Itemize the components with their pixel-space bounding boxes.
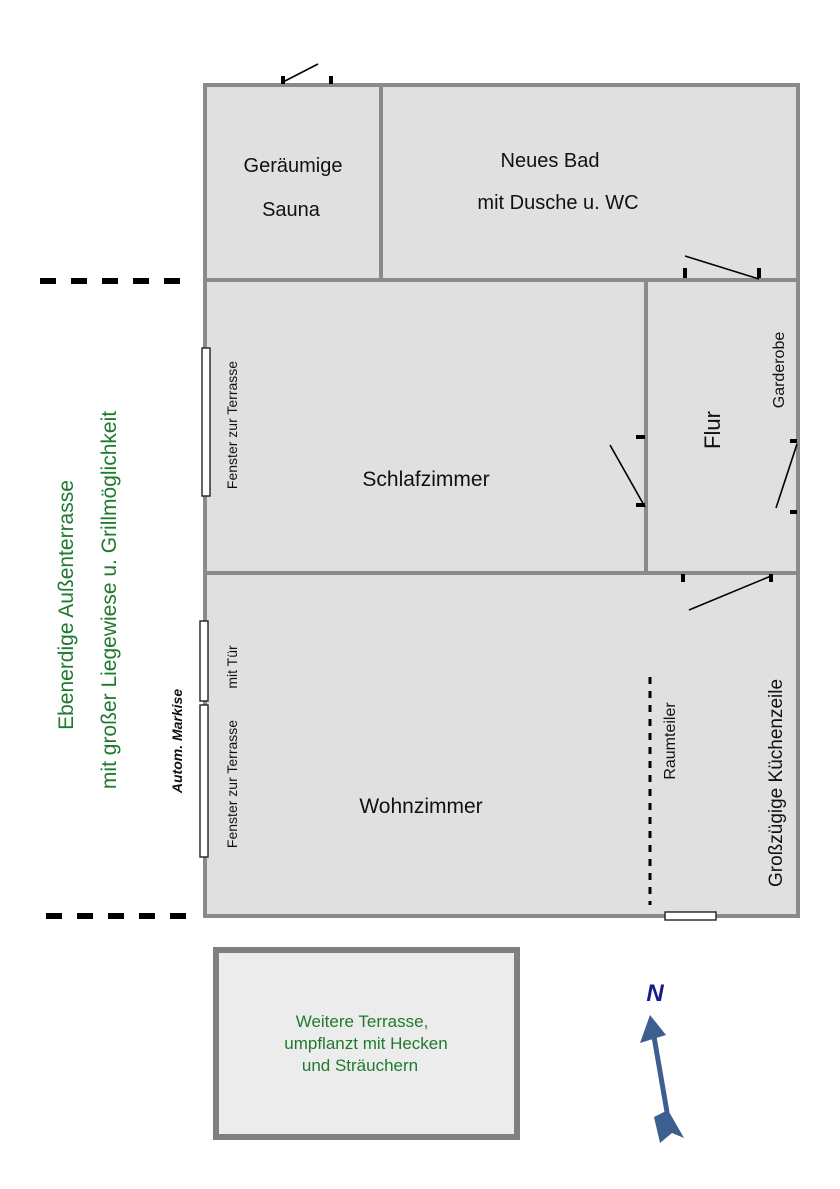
label-wohnzimmer: Wohnzimmer bbox=[359, 795, 482, 818]
room-schlafzimmer bbox=[203, 278, 648, 575]
label-terrace-2: mit großer Liegewiese u. Grillmöglichkei… bbox=[98, 411, 121, 789]
window-door-wohnzimmer bbox=[199, 620, 209, 702]
label-further-terrace-3: und Sträuchern bbox=[302, 1056, 418, 1075]
label-garderobe: Garderobe bbox=[771, 332, 788, 409]
compass-label: N bbox=[646, 980, 664, 1007]
door-bad[interactable] bbox=[684, 255, 760, 280]
door-wohnzimmer[interactable] bbox=[688, 575, 772, 611]
room-sauna bbox=[203, 83, 383, 282]
label-schlafzimmer: Schlafzimmer bbox=[362, 468, 489, 491]
label-sauna-2: Sauna bbox=[262, 199, 321, 221]
label-further-terrace-1: Weitere Terrasse, bbox=[296, 1012, 429, 1031]
window-schlafzimmer bbox=[201, 347, 211, 497]
room-flur bbox=[644, 278, 800, 575]
label-sauna-1: Geräumige bbox=[244, 155, 343, 177]
label-raumteiler: Raumteiler bbox=[662, 702, 679, 780]
label-further-terrace-2: umpflanzt mit Hecken bbox=[284, 1034, 447, 1053]
window-kueche bbox=[664, 911, 717, 921]
room-bad bbox=[379, 83, 800, 282]
window-wohnzimmer bbox=[199, 704, 209, 858]
label-terrace-1: Ebenerdige Außenterrasse bbox=[55, 480, 78, 730]
label-markise: Autom. Markise bbox=[169, 689, 185, 794]
label-window-door: mit Tür bbox=[224, 645, 240, 689]
north-arrow-icon bbox=[640, 1015, 684, 1143]
label-window-schlafzimmer: Fenster zur Terrasse bbox=[224, 361, 240, 489]
door-sauna[interactable] bbox=[282, 63, 319, 83]
door-schlafzimmer[interactable] bbox=[609, 444, 646, 508]
further-terrace bbox=[213, 947, 520, 1140]
door-garderobe[interactable] bbox=[775, 443, 798, 509]
label-flur: Flur bbox=[700, 411, 725, 449]
label-bad-2: mit Dusche u. WC bbox=[477, 192, 638, 214]
label-bad-1: Neues Bad bbox=[501, 150, 600, 172]
label-kuechenzeile: Großzügige Küchenzeile bbox=[766, 679, 787, 887]
label-window-wohnzimmer: Fenster zur Terrasse bbox=[224, 720, 240, 848]
room-wohnzimmer bbox=[203, 571, 800, 918]
